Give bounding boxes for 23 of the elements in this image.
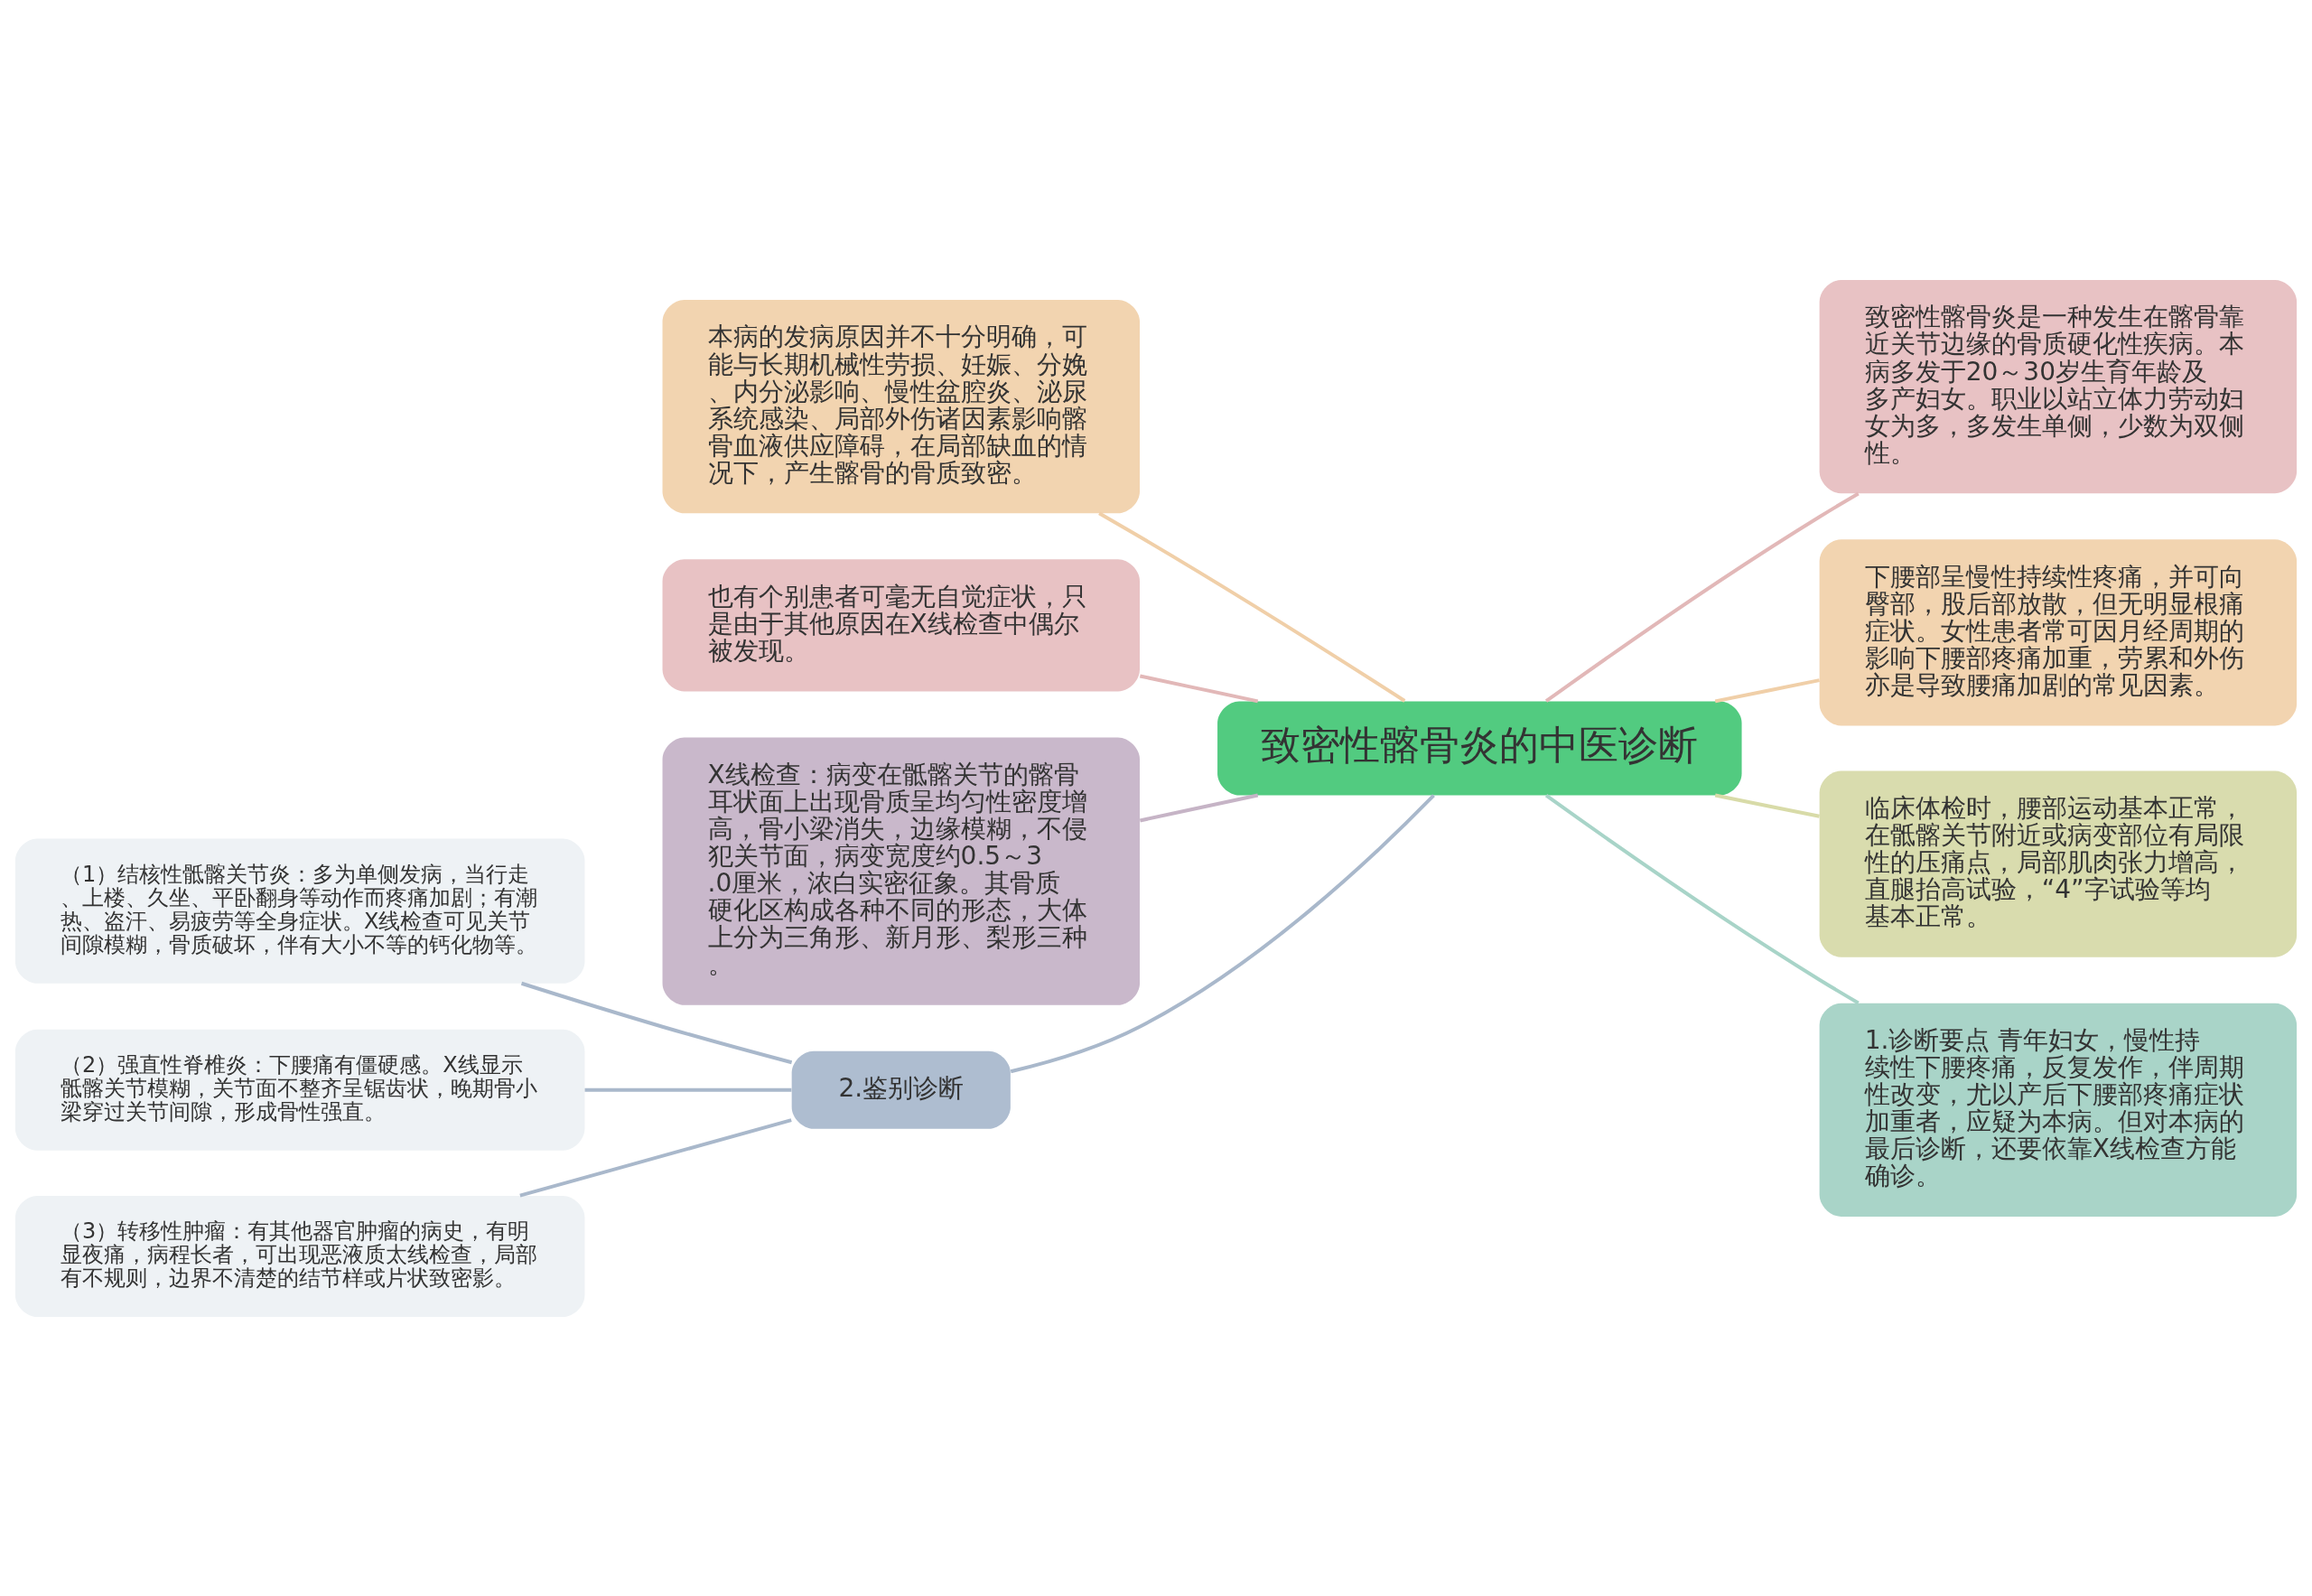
node-box: 2.鉴别诊断 — [791, 1050, 1011, 1129]
connector — [1544, 491, 1860, 703]
connector — [520, 981, 793, 1064]
node-box: 致密性髂骨炎是一种发生在髂骨靠近关节边缘的骨质硬化性疾病。本病多发于20～30岁生育年龄及多产妇女。职业以站立体力劳动妇女为多，多发生单侧，少数为双侧性。 — [1819, 279, 2298, 493]
connector — [1139, 793, 1259, 822]
node-box: （3）转移性肿瘤：有其他器官肿瘤的病史，有明显夜痛，病程长者，可出现恶液质太线检查，局部有不规则，边界不清楚的结节样或片状致密影。 — [14, 1195, 585, 1317]
node-box: 致密性髂骨炎的中医诊断 — [1217, 700, 1742, 795]
connector — [1714, 677, 1820, 703]
node-box: 下腰部呈慢性持续性疼痛，并可向臀部，股后部放散，但无明显根痛症状。女性患者常可因月经周期的影响下腰部疼痛加重，劳累和外伤亦是导致腰痛加剧的常见因素。 — [1819, 538, 2298, 725]
node-box: 也有个别患者可毫无自觉症状，只是由于其他原因在X线检查中偶尔被发现。 — [662, 558, 1140, 691]
connector — [1714, 793, 1820, 818]
connector — [1544, 793, 1860, 1004]
connector — [1139, 674, 1259, 703]
node-box: X线检查：病变在骶髂关节的髂骨耳状面上出现骨质呈均匀性密度增高，骨小梁消失，边缘模糊，不侵犯关节面，病变宽度约0.5～3.0厘米，浓白实密征象。其骨质硬化区构成各种不同的形态，大体上分为三角形、新月形、梨形三种。 — [662, 736, 1140, 1005]
connector — [1010, 793, 1435, 1073]
node-box: 临床体检时，腰部运动基本正常，在骶髂关节附近或病变部位有局限性的压痛点，局部肌肉张力增高，直腿抬高试验，“4”字试验等均基本正常。 — [1819, 770, 2298, 957]
node-box: （2）强直性脊椎炎：下腰痛有僵硬感。X线显示骶髂关节模糊，关节面不整齐呈锯齿状，晚期骨小梁穿过关节间隙，形成骨性强直。 — [14, 1029, 585, 1151]
node-box: 本病的发病原因并不十分明确，可能与长期机械性劳损、妊娠、分娩、内分泌影响、慢性盆腔炎、泌尿系统感染、局部外伤诸因素影响髂骨血液供应障碍，在局部缺血的情况下，产生髂骨的骨质致密。 — [662, 299, 1140, 513]
node-box: 1.诊断要点 青年妇女，慢性持续性下腰疼痛，反复发作，伴周期性改变，尤以产后下腰部疼痛症状加重者，应疑为本病。但对本病的最后诊断，还要依靠X线检查方能确诊。 — [1819, 1003, 2298, 1217]
connector — [1098, 511, 1406, 703]
node-box: （1）结核性骶髂关节炎：多为单侧发病，当行走、上楼、久坐、平卧翻身等动作而疼痛加剧；有潮热、盗汗、易疲劳等全身症状。X线检查可见关节间隙模糊，骨质破坏，伴有大小不等的钙化物等。 — [14, 838, 585, 984]
connector — [519, 1117, 792, 1198]
connector — [584, 1087, 792, 1092]
